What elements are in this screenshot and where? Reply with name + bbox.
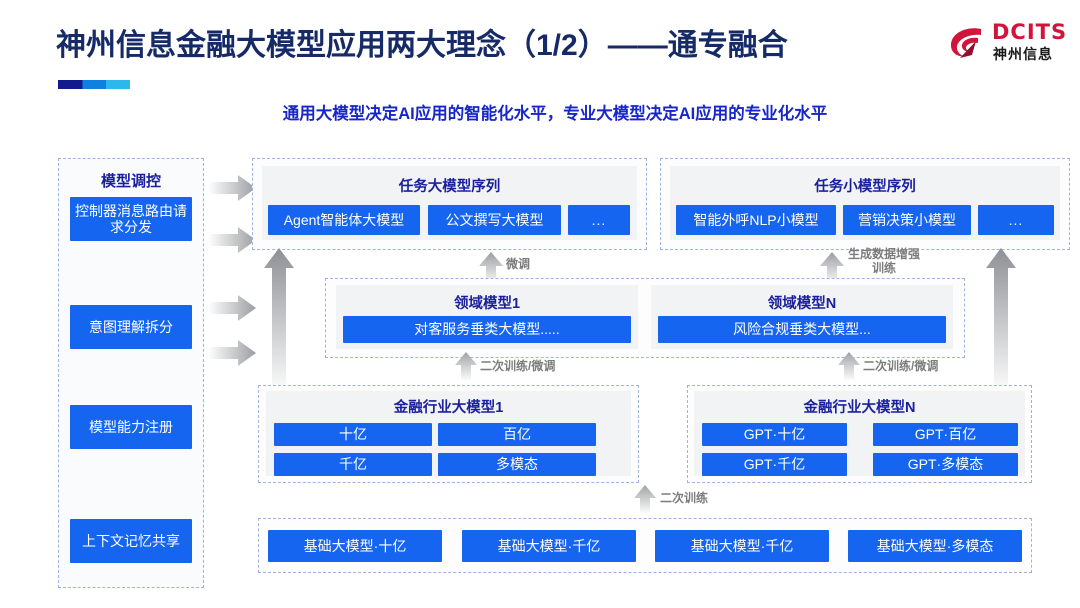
domain-model-heading-0: 领域模型1 [453,296,521,312]
domain-model-heading-1: 领域模型N [767,296,837,312]
task-large-item-1[interactable]: 公文撰写大模型 [428,205,561,235]
task-small-item-1[interactable]: 营销决策小模型 [843,205,971,235]
task-large-item-2[interactable]: ... [568,205,630,235]
task-large-heading: 任务大模型序列 [398,179,501,195]
arrow-label-finetune: 微调 [506,257,531,271]
arrow-label-retrain-base: 二次训练 [660,491,709,505]
industry-model-1-cell-1[interactable]: GPT·百亿 [873,423,1018,446]
left-panel-item-0[interactable]: 控制器消息路由请求分发 [70,197,192,241]
task-large-item-0[interactable]: Agent智能体大模型 [268,205,420,235]
base-model-item-2[interactable]: 基础大模型·千亿 [655,530,829,562]
left-panel-item-1[interactable]: 意图理解拆分 [70,305,192,349]
logo-latin-text: DCITS [992,20,1068,44]
domain-model-item-0[interactable]: 对客服务垂类大模型..... [343,316,631,343]
left-panel-title: 模型调控 [100,173,161,190]
domain-model-item-1[interactable]: 风险合规垂类大模型... [658,316,946,343]
industry-model-1-cell-3[interactable]: GPT·多模态 [873,453,1018,476]
logo-chinese-text: 神州信息 [993,46,1053,62]
task-small-item-2[interactable]: ... [978,205,1054,235]
flow-arrow-right-3 [208,340,256,366]
page-title: 神州信息金融大模型应用两大理念（1/2）——通专融合 [56,29,788,62]
dcits-swirl-icon [950,28,981,58]
left-panel-item-3[interactable]: 上下文记忆共享 [70,519,192,563]
flow-arrow-up-right-long [986,248,1016,393]
base-model-item-3[interactable]: 基础大模型·多模态 [848,530,1022,562]
base-model-item-0[interactable]: 基础大模型·十亿 [268,530,442,562]
industry-model-heading-0: 金融行业大模型1 [393,400,504,416]
base-model-item-1[interactable]: 基础大模型·千亿 [462,530,636,562]
arrow-label-retrain-left: 二次训练/微调 [480,359,556,373]
task-small-heading: 任务小模型序列 [814,179,916,195]
flow-arrow-right-2 [208,295,256,321]
industry-model-0-cell-3[interactable]: 多模态 [438,453,596,476]
arrow-label-retrain-right: 二次训练/微调 [863,359,939,373]
left-panel-item-2[interactable]: 模型能力注册 [70,405,192,449]
industry-model-0-cell-0[interactable]: 十亿 [274,423,432,446]
flow-arrow-up-retrain-left [455,352,477,380]
flow-arrow-up-left-long [264,248,294,393]
industry-model-1-cell-2[interactable]: GPT·千亿 [702,453,847,476]
flow-arrow-right-0 [208,175,256,201]
flow-arrow-up-retrain-base [634,485,656,513]
flow-arrow-up-data-aug [820,252,844,284]
flow-arrow-up-retrain-right [838,352,860,380]
page-subtitle: 通用大模型决定AI应用的智能化水平，专业大模型决定AI应用的专业化水平 [282,105,828,123]
task-small-item-0[interactable]: 智能外呼NLP小模型 [676,205,836,235]
industry-model-heading-1: 金融行业大模型N [803,400,916,416]
flow-arrow-up-finetune [479,252,503,284]
company-logo: DCITS 神州信息 [948,18,1066,70]
arrow-label-data-aug: 生成数据增强 训练 [848,247,921,275]
title-accent-bar [58,80,130,89]
flow-arrow-right-1 [208,227,256,253]
industry-model-0-cell-2[interactable]: 千亿 [274,453,432,476]
industry-model-0-cell-1[interactable]: 百亿 [438,423,596,446]
industry-model-1-cell-0[interactable]: GPT·十亿 [702,423,847,446]
